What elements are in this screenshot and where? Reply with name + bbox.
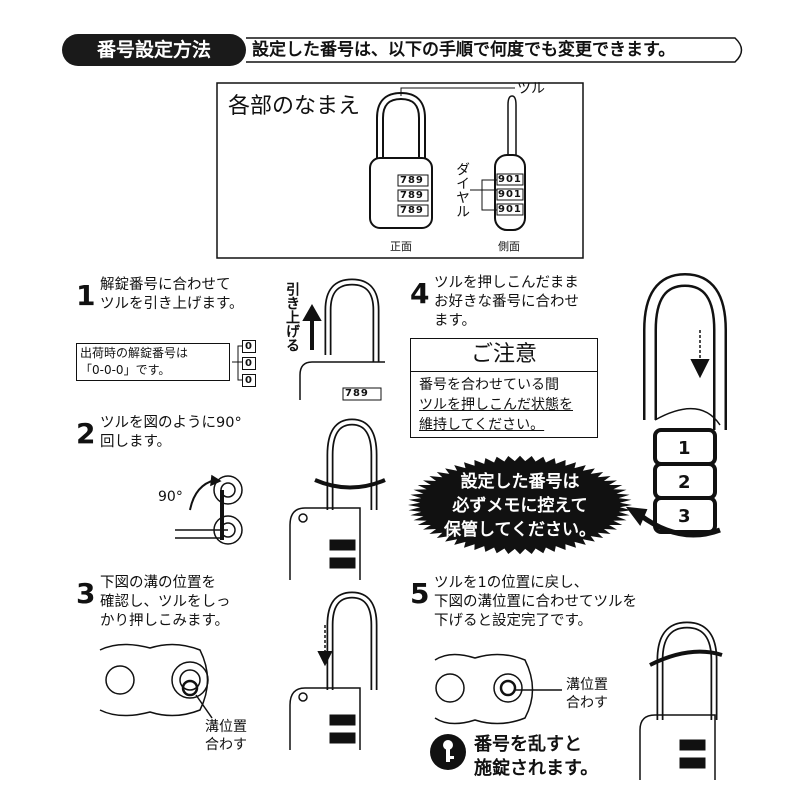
step-line: 下図の溝位置に合わせてツルを	[434, 594, 637, 610]
step-line: ツルを引き上げます。	[100, 296, 244, 312]
default-dial-leader	[232, 345, 242, 381]
warning-line: 施錠されます。	[474, 758, 599, 779]
step-line: ツルを押しこんだまま	[434, 275, 579, 291]
step4-lock-drawing	[625, 272, 727, 538]
front-lock-drawing	[369, 87, 515, 229]
step3-lock-drawing	[289, 591, 378, 750]
step-line: 下図の溝の位置を	[100, 575, 216, 591]
side-dial: 901	[498, 204, 522, 215]
shackle-label: ツル	[517, 81, 545, 97]
step5-groove-diagram	[434, 653, 562, 725]
step-3-text: 下図の溝の位置を 確認し、ツルをしっ かり押しこみます。	[100, 574, 231, 631]
step-line: ツルを1の位置に戻し、	[434, 575, 589, 591]
default-dial: 0	[242, 374, 256, 387]
step-line: 下げると設定完了です。	[434, 613, 593, 629]
step-5-text: ツルを1の位置に戻し、 下図の溝位置に合わせてツルを 下げると設定完了です。	[434, 574, 637, 631]
memo-line: 保管してください。	[444, 520, 596, 540]
dial-number: 2	[678, 472, 691, 493]
default-dial: 0	[242, 340, 256, 353]
warning-line: 番号を乱すと	[474, 734, 582, 755]
caution-title: ご注意	[411, 339, 597, 372]
memo-line: 設定した番号は	[460, 472, 580, 492]
header-bracket	[246, 37, 743, 63]
front-label: 正面	[390, 240, 412, 253]
parts-box	[216, 82, 584, 259]
default-code-note: 出荷時の解錠番号は 「0-0-0」です。	[76, 343, 230, 381]
step5-lock-drawing	[639, 621, 723, 780]
step-number: 2	[76, 417, 96, 450]
step-line: 回します。	[100, 434, 172, 450]
step-1-text: 解錠番号に合わせて ツルを引き上げます。	[100, 276, 244, 314]
step-line: ツルを図のように90°	[100, 415, 242, 431]
memo-line: 必ずメモに控えて	[452, 496, 588, 516]
step-number: 5	[410, 577, 430, 610]
side-dial: 901	[498, 189, 522, 200]
note-line: 出荷時の解錠番号は	[80, 346, 189, 360]
memo-burst	[408, 455, 632, 555]
page-title: 番号設定方法	[62, 34, 246, 66]
default-dial: 0	[242, 357, 256, 370]
step-number: 4	[410, 277, 430, 310]
step-line: 確認し、ツルをしっ	[100, 594, 231, 610]
step1-lock-drawing	[299, 278, 385, 401]
note-line: 「0-0-0」です。	[80, 363, 171, 377]
memo-warning-text: 設定した番号は 必ずメモに控えて 保管してください。	[432, 470, 608, 542]
pull-up-label: 引き上げる	[284, 282, 300, 352]
step-line: 解錠番号に合わせて	[100, 277, 231, 293]
relock-warning: 番号を乱すと 施錠されます。	[474, 733, 598, 781]
page-subtitle: 設定した番号は、以下の手順で何度でも変更できます。	[252, 40, 676, 60]
step2-lock-drawing	[289, 418, 386, 580]
step-line: お好きな番号に合わせ	[434, 294, 579, 310]
caution-line: ツルを押しこんだ状態を	[419, 397, 573, 413]
parts-title: 各部のなまえ	[228, 94, 361, 119]
groove-label: 溝位置 合わす	[566, 676, 608, 712]
step-line: かり押しこみます。	[100, 613, 230, 629]
front-dial: 789	[400, 190, 424, 201]
angle-label: 90°	[158, 489, 183, 505]
dial-number: 3	[678, 506, 691, 527]
step-2-text: ツルを図のように90° 回します。	[100, 414, 242, 452]
key-icon	[430, 734, 466, 770]
groove-label-line: 合わす	[205, 737, 247, 753]
groove-label-line: 溝位置	[566, 677, 608, 693]
side-lock-drawing	[470, 95, 526, 231]
groove-label: 溝位置 合わす	[205, 718, 247, 754]
front-dial: 789	[400, 175, 424, 186]
dial-number: 1	[678, 438, 691, 459]
rotation-diagram	[175, 474, 243, 545]
groove-label-line: 溝位置	[205, 719, 247, 735]
side-label: 側面	[498, 240, 520, 253]
front-dial: 789	[400, 205, 424, 216]
caution-line: 維持してください。	[419, 417, 545, 433]
lock-dial: 789	[345, 388, 369, 399]
caution-line: 番号を合わせている間	[419, 377, 559, 393]
side-dial: 901	[498, 174, 522, 185]
step-line: ます。	[434, 313, 477, 329]
caution-box: ご注意 番号を合わせている間 ツルを押しこんだ状態を 維持してください。	[410, 338, 598, 438]
step-4-text: ツルを押しこんだまま お好きな番号に合わせ ます。	[434, 274, 579, 331]
dial-label: ダイヤル	[454, 162, 470, 218]
step3-groove-diagram	[99, 643, 213, 719]
step-number: 1	[76, 279, 96, 312]
step-number: 3	[76, 577, 96, 610]
groove-label-line: 合わす	[566, 695, 608, 711]
